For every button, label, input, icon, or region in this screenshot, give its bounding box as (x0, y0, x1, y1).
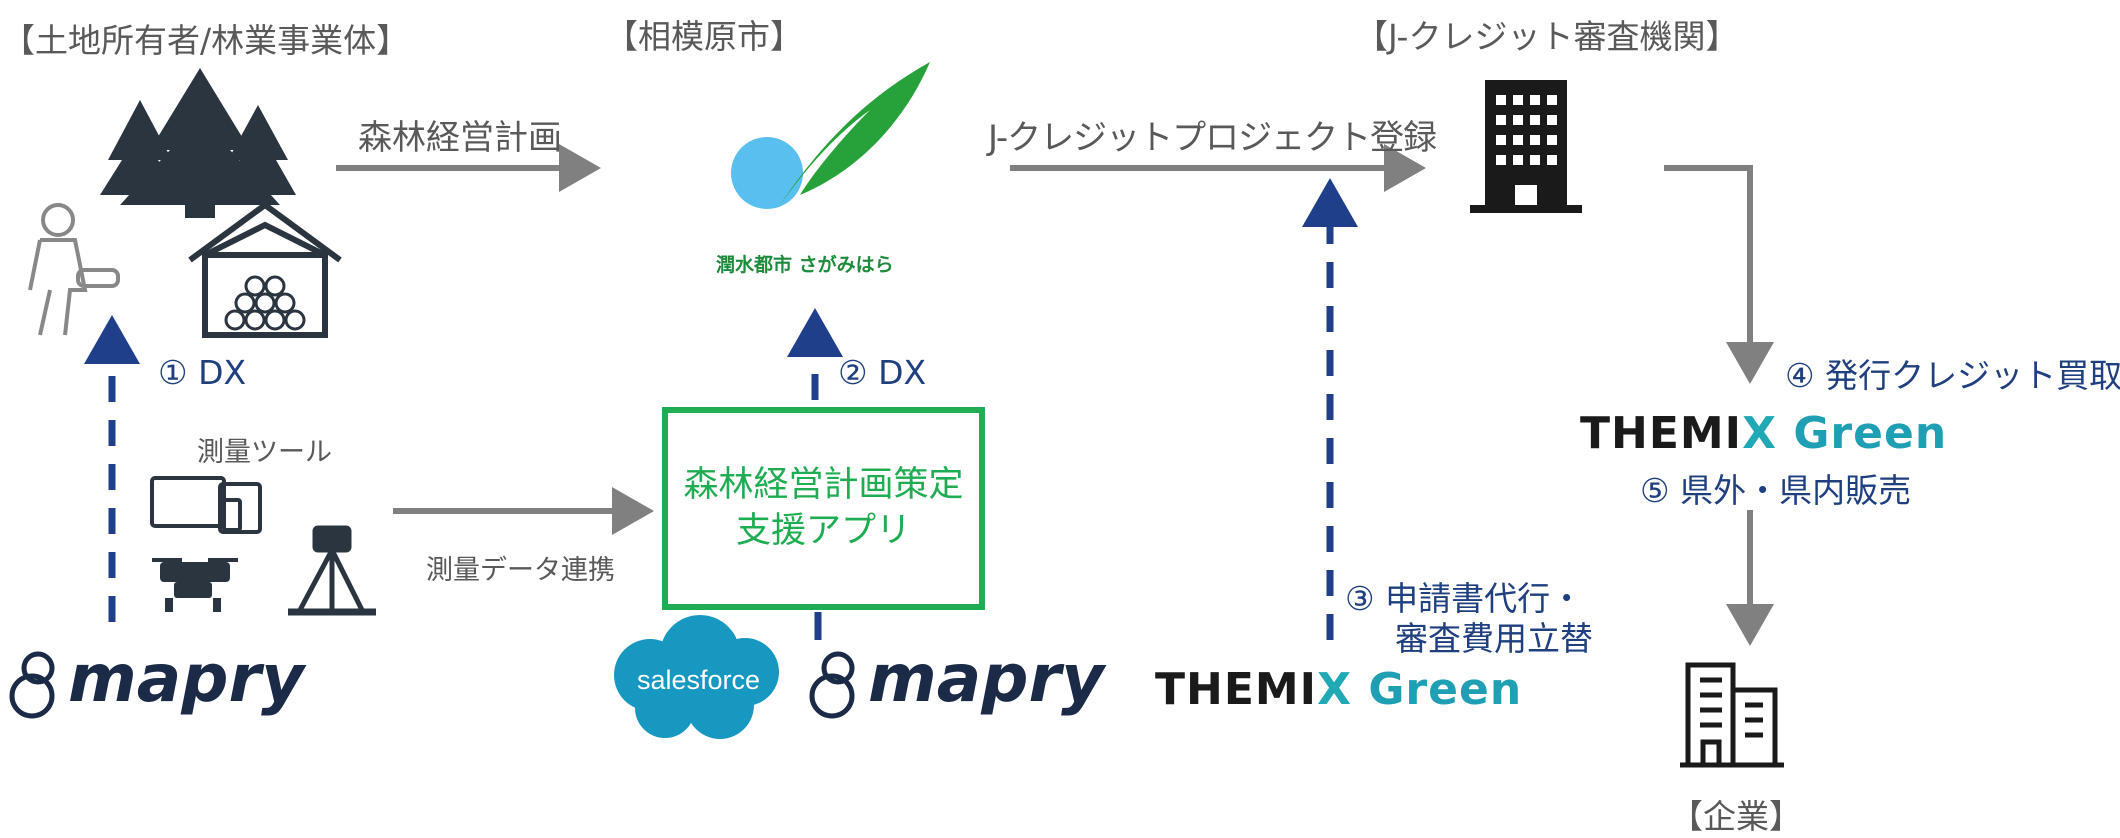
owners-header: 【土地所有者/林業事業体】 (2, 21, 410, 60)
city-emblem-icon (731, 62, 930, 209)
themix-green-logo-center: THEMIX Green (1155, 664, 1522, 715)
log-shed-icon (188, 201, 342, 338)
mapry-mark-icon (9, 651, 855, 719)
devices-icon (150, 476, 262, 534)
mapry-logo-left: mapry (68, 640, 305, 717)
city-caption: 潤水都市 さがみはら (716, 254, 894, 276)
arrow-credit-purchase (1664, 165, 1774, 384)
themix-green-logo-right: THEMIX Green (1580, 408, 1947, 459)
step2-dx-label: ② DX (838, 353, 927, 392)
tripod-icon (288, 525, 376, 616)
app-box-line2: 支援アプリ (735, 510, 911, 551)
step4-label: ④ 発行クレジット買取 (1785, 356, 2120, 395)
salesforce-logo: salesforce (637, 665, 761, 695)
step3-line2-label: 審査費用立替 (1395, 619, 1593, 658)
salesforce-cloud-icon (614, 615, 779, 739)
auditor-header: 【J-クレジット審査機関】 (1355, 17, 1739, 56)
step5-label: ⑤ 県外・県内販売 (1640, 471, 1912, 510)
forest-icon (100, 68, 296, 218)
themix-logo-main: THEMI (1155, 664, 1318, 715)
themix-logo-x: X (1742, 408, 1777, 459)
woodcutter-icon (28, 203, 120, 336)
planning-app-box: 森林経営計画策定 支援アプリ (662, 407, 985, 610)
survey-data-link-label: 測量データ連携 (426, 555, 615, 586)
themix-logo-green: Green (1352, 664, 1523, 715)
themix-logo-green: Green (1777, 408, 1948, 459)
survey-tools-label: 測量ツール (197, 437, 332, 468)
forest-plan-label: 森林経営計画 (358, 118, 562, 158)
office-building-icon (1470, 80, 1582, 213)
themix-logo-x: X (1317, 664, 1352, 715)
company-header: 【企業】 (1670, 797, 1802, 836)
mapry-logo-center: mapry (868, 640, 1105, 717)
drone-icon (152, 558, 238, 612)
app-box-line1: 森林経営計画策定 (683, 465, 964, 505)
city-header: 【相模原市】 (605, 17, 803, 56)
step1-dx-label: ① DX (158, 353, 247, 392)
company-building-icon (1680, 662, 1784, 768)
themix-logo-main: THEMI (1580, 408, 1743, 459)
jcredit-registration-label: J-クレジットプロジェクト登録 (988, 118, 1437, 158)
step3-line1-label: ③ 申請書代行・ (1345, 579, 1584, 618)
